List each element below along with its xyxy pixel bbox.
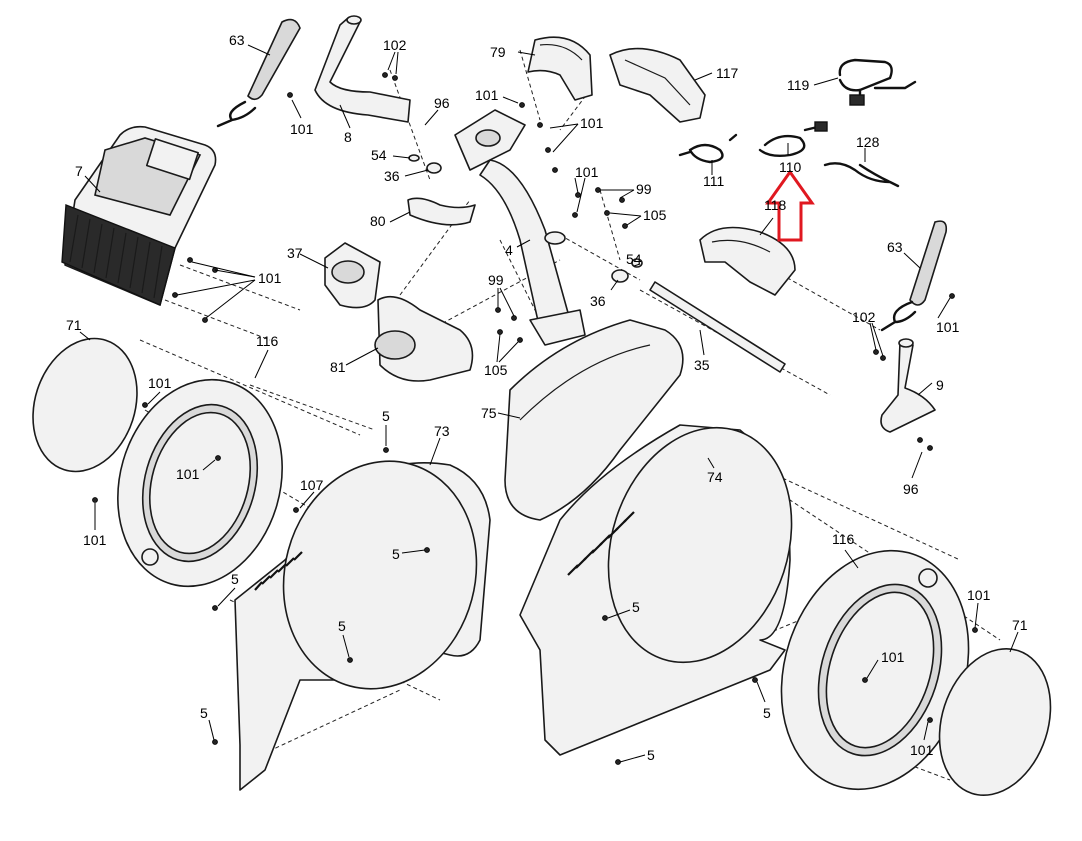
cover-part-118	[699, 226, 796, 296]
callout-63: 63	[887, 239, 903, 255]
callout-75: 75	[481, 405, 497, 421]
callout-101: 101	[83, 532, 107, 548]
callout-63: 63	[229, 32, 245, 48]
mast-plate	[454, 109, 526, 171]
callout-73: 73	[434, 423, 450, 439]
callout-37: 37	[287, 245, 303, 261]
part-80	[407, 197, 476, 226]
washer-parts	[408, 154, 643, 283]
callout-118: 118	[764, 197, 787, 213]
callout-36: 36	[384, 168, 400, 184]
callout-96: 96	[434, 95, 450, 111]
frame-part-74	[519, 424, 793, 756]
callout-5: 5	[392, 546, 400, 562]
screws	[92, 72, 978, 765]
ring-part-116-right	[780, 549, 970, 791]
callout-117: 117	[716, 65, 739, 81]
shroud-part-73	[234, 460, 491, 791]
cable-part-111	[678, 133, 738, 164]
callout-5: 5	[200, 705, 208, 721]
callout-71: 71	[66, 317, 82, 333]
front-cover-part-75	[504, 319, 684, 521]
callout-110: 110	[779, 159, 802, 175]
callout-102: 102	[383, 37, 407, 53]
cover-part-79	[527, 36, 593, 101]
callout-79: 79	[490, 44, 506, 60]
power-cord-part-119	[838, 58, 917, 106]
cable-part-128	[823, 162, 900, 188]
callout-5: 5	[231, 571, 239, 587]
callout-128: 128	[856, 134, 880, 150]
callout-101: 101	[475, 87, 499, 103]
callout-99: 99	[488, 272, 504, 288]
callout-111: 111	[703, 173, 724, 189]
callout-80: 80	[370, 213, 386, 229]
callout-54: 54	[626, 251, 642, 267]
callout-116: 116	[256, 333, 279, 349]
callout-101: 101	[290, 121, 314, 137]
callout-7: 7	[75, 163, 83, 179]
callout-116: 116	[832, 531, 855, 547]
handlebar-part-8	[314, 15, 411, 123]
callout-101: 101	[148, 375, 172, 391]
callout-5: 5	[338, 618, 346, 634]
callout-54: 54	[371, 147, 387, 163]
callout-101: 101	[910, 742, 934, 758]
callout-101: 101	[575, 164, 599, 180]
disc-part-71-right	[938, 648, 1052, 796]
callout-74: 74	[707, 469, 723, 485]
console-part-7	[61, 125, 217, 306]
disc-part-71-left	[32, 337, 138, 473]
callout-8: 8	[344, 129, 352, 145]
callout-102: 102	[852, 309, 876, 325]
callout-36: 36	[590, 293, 606, 309]
handle-part-63-right	[880, 220, 948, 332]
handlebar-part-9	[880, 338, 936, 433]
callout-101: 101	[580, 115, 604, 131]
callout-99: 99	[636, 181, 652, 197]
callout-labels: 63 102 79 117 119 101 8 96 101 54 36 7 1…	[66, 32, 1028, 763]
callout-107: 107	[300, 477, 324, 493]
leader-lines	[79, 44, 1019, 763]
ring-part-116-left	[117, 378, 283, 588]
callout-101: 101	[936, 319, 960, 335]
callout-9: 9	[936, 377, 944, 393]
callout-81: 81	[330, 359, 346, 375]
callout-101: 101	[176, 466, 200, 482]
upright-mast-part-4	[479, 159, 586, 346]
callout-5: 5	[632, 599, 640, 615]
handle-part-63-left	[216, 18, 301, 128]
callout-101: 101	[258, 270, 282, 286]
cable-part-110	[758, 121, 828, 158]
callout-35: 35	[694, 357, 710, 373]
callout-119: 119	[787, 77, 810, 93]
callout-5: 5	[763, 705, 771, 721]
callout-4: 4	[505, 242, 513, 258]
callout-101: 101	[881, 649, 905, 665]
part-37	[324, 242, 381, 309]
callout-101: 101	[967, 587, 991, 603]
callout-5: 5	[382, 408, 390, 424]
axle-part-35	[649, 281, 786, 373]
part-81	[374, 295, 474, 382]
callout-5: 5	[647, 747, 655, 763]
callout-105: 105	[484, 362, 508, 378]
highlight-arrow-icon	[765, 169, 815, 242]
callout-71: 71	[1012, 617, 1028, 633]
callout-96: 96	[903, 481, 919, 497]
callout-105: 105	[643, 207, 667, 223]
cover-part-117	[609, 47, 706, 123]
